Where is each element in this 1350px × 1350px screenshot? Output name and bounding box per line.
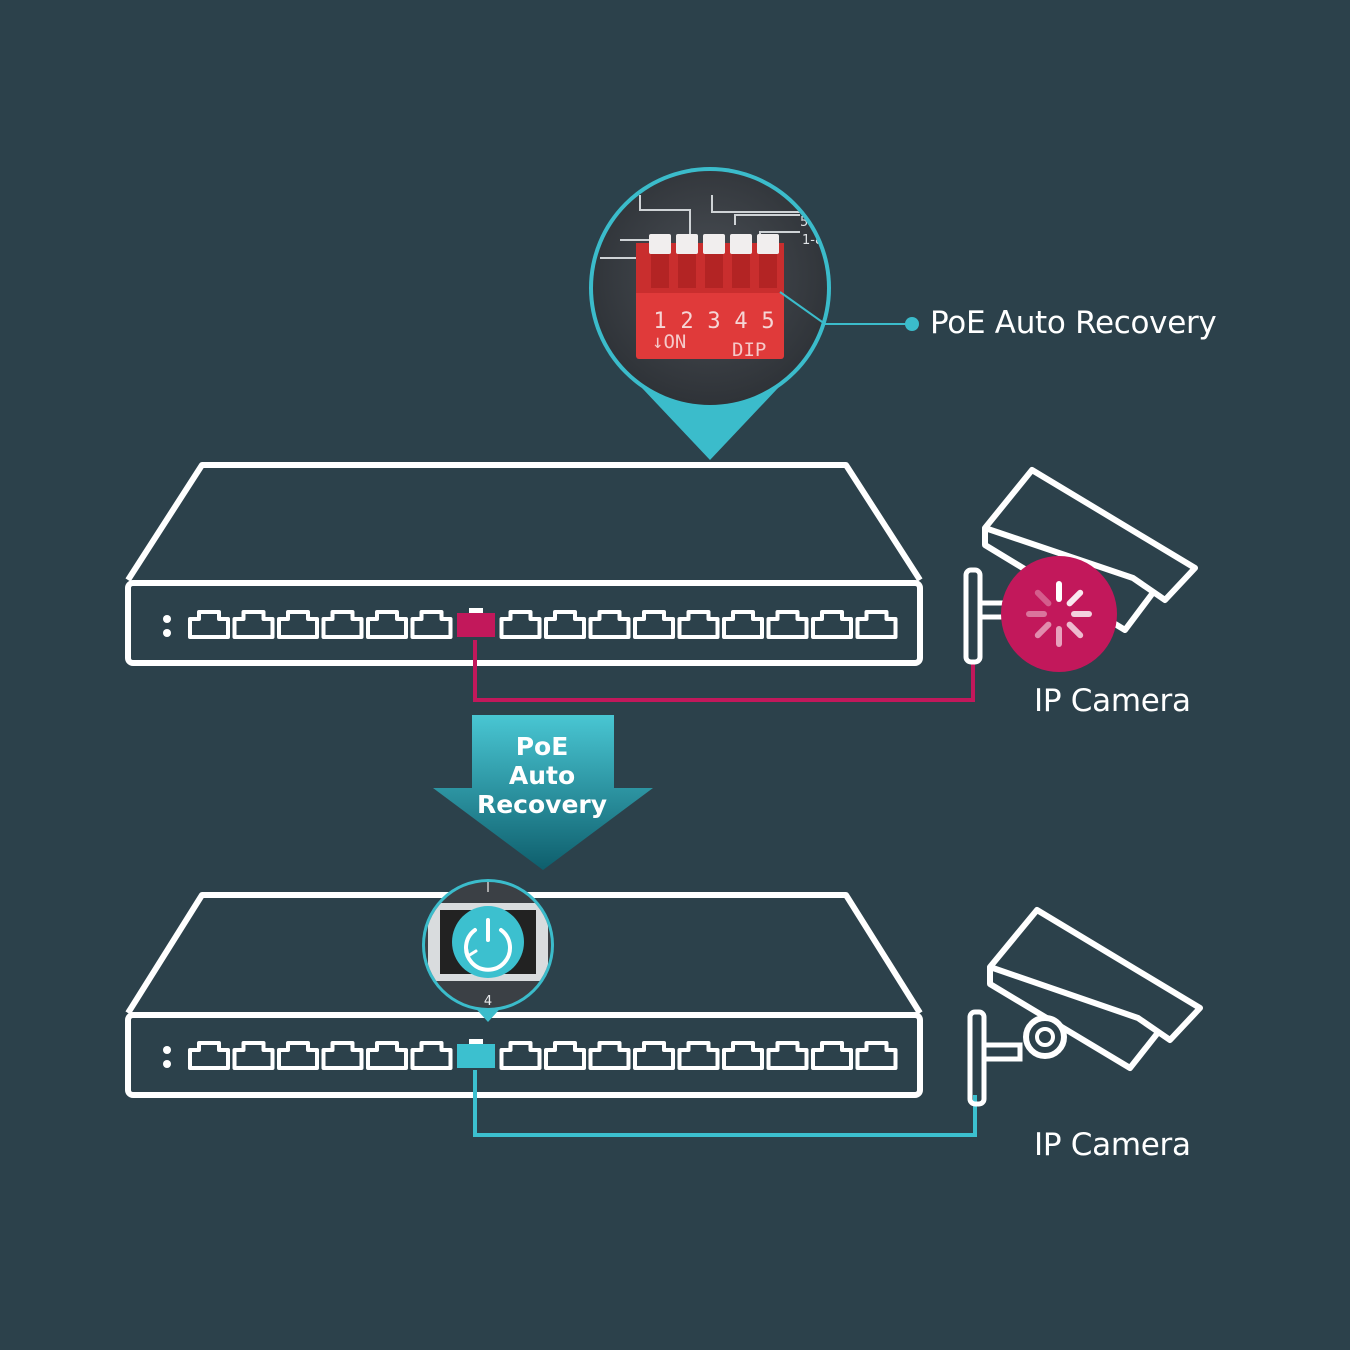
dip-dip-label: DIP bbox=[732, 339, 766, 361]
bottom-camera-label: IP Camera bbox=[1034, 1127, 1191, 1163]
top-led-1 bbox=[163, 615, 171, 623]
silkscreen-lines bbox=[600, 195, 800, 259]
dip-slot-3 bbox=[705, 248, 723, 288]
bottom-port-12 bbox=[677, 1041, 720, 1070]
dip-lever-2 bbox=[676, 234, 698, 254]
dip-callout-label: PoE Auto Recovery bbox=[930, 305, 1217, 341]
top-port-6 bbox=[410, 610, 453, 639]
top-switch bbox=[125, 462, 923, 666]
top-port-7-highlighted bbox=[457, 613, 495, 637]
arrow-label-line-3: Recovery bbox=[476, 790, 608, 819]
dip-slot-1 bbox=[651, 248, 669, 288]
loading-icon-background bbox=[1001, 556, 1117, 672]
spinner-spoke-6 bbox=[1034, 621, 1052, 639]
top-port-13 bbox=[722, 610, 764, 639]
power-restart-icon bbox=[464, 918, 512, 972]
dip-number-3: 3 bbox=[707, 309, 720, 334]
bottom-port-8 bbox=[499, 1041, 542, 1070]
top-port-1 bbox=[188, 610, 230, 639]
dip-lever-1 bbox=[649, 234, 671, 254]
bottom-port-1 bbox=[188, 1041, 230, 1070]
arrow-label-line-2: Auto bbox=[508, 761, 576, 790]
bottom-port-3 bbox=[277, 1041, 319, 1070]
dip-lever-4 bbox=[730, 234, 752, 254]
dip-leader-line bbox=[779, 291, 912, 325]
bottom-port-15 bbox=[811, 1041, 853, 1070]
bottom-port-10 bbox=[588, 1041, 631, 1070]
dip-number-5: 5 bbox=[761, 309, 774, 334]
top-port-9 bbox=[544, 610, 586, 639]
top-port-4 bbox=[321, 610, 364, 639]
bottom-camera-housing bbox=[987, 907, 1203, 1043]
top-switch-body bbox=[125, 462, 923, 582]
bottom-port-11 bbox=[633, 1041, 675, 1070]
recovered-cable bbox=[473, 1070, 977, 1137]
top-port-15 bbox=[811, 610, 853, 639]
bottom-led-1 bbox=[163, 1046, 171, 1054]
recovery-arrow bbox=[433, 715, 653, 870]
dip-slot-2 bbox=[678, 248, 696, 288]
bottom-port-row bbox=[188, 1039, 898, 1070]
dip-number-4: 4 bbox=[734, 309, 747, 334]
dip-side-label-1: 5 bbox=[800, 215, 808, 230]
dip-number-1: 1 bbox=[653, 309, 666, 334]
dip-levers bbox=[649, 234, 779, 288]
top-port-12 bbox=[677, 610, 720, 639]
top-port-14 bbox=[766, 610, 809, 639]
spinner-spoke-8 bbox=[1034, 589, 1052, 607]
bottom-port-6 bbox=[410, 1041, 453, 1070]
bottom-port-4 bbox=[321, 1041, 364, 1070]
port-number-label: 4 bbox=[484, 994, 492, 1009]
bottom-port-9 bbox=[544, 1041, 586, 1070]
dip-number-2: 2 bbox=[680, 309, 693, 334]
dip-slot-4 bbox=[732, 248, 750, 288]
port-zoom: 4 bbox=[422, 879, 554, 1022]
dip-zoom-pointer bbox=[642, 388, 778, 460]
top-camera-housing bbox=[982, 467, 1198, 603]
bottom-camera-arm bbox=[981, 1042, 1023, 1062]
top-port-11 bbox=[633, 610, 675, 639]
bottom-port-2 bbox=[232, 1041, 275, 1070]
bottom-camera-joint-inner bbox=[1035, 1027, 1055, 1047]
bottom-led-2 bbox=[163, 1060, 171, 1068]
top-port-16 bbox=[855, 610, 898, 639]
bottom-camera-joint bbox=[1023, 1015, 1067, 1059]
bottom-port-7-clip bbox=[469, 1039, 483, 1044]
top-port-5 bbox=[366, 610, 408, 639]
bottom-port-16 bbox=[855, 1041, 898, 1070]
dip-slot-5 bbox=[759, 248, 777, 288]
bottom-port-7-highlighted bbox=[457, 1044, 495, 1068]
spinner-spoke-4 bbox=[1066, 621, 1084, 639]
bottom-port-13 bbox=[722, 1041, 764, 1070]
top-port-7-clip bbox=[469, 608, 483, 613]
top-camera-label: IP Camera bbox=[1034, 683, 1191, 719]
bottom-ip-camera bbox=[967, 907, 1203, 1107]
bottom-port-5 bbox=[366, 1041, 408, 1070]
top-port-2 bbox=[232, 610, 275, 639]
faulty-cable bbox=[473, 640, 975, 702]
top-port-3 bbox=[277, 610, 319, 639]
dip-lever-3 bbox=[703, 234, 725, 254]
spinner-spoke-2 bbox=[1066, 589, 1084, 607]
dip-on-label: ↓ON bbox=[652, 331, 686, 353]
bottom-switch-front-panel bbox=[125, 1012, 923, 1098]
arrow-label: PoE Auto Recovery bbox=[452, 732, 632, 819]
top-port-row bbox=[188, 608, 898, 639]
dip-leader-dot bbox=[905, 317, 919, 331]
top-port-10 bbox=[588, 610, 631, 639]
top-led-2 bbox=[163, 629, 171, 637]
top-ip-camera bbox=[963, 467, 1198, 672]
bottom-port-14 bbox=[766, 1041, 809, 1070]
loading-spinner-icon bbox=[1026, 581, 1092, 647]
dip-lever-5 bbox=[757, 234, 779, 254]
top-switch-front-panel bbox=[125, 580, 923, 666]
arrow-label-line-1: PoE bbox=[515, 732, 569, 761]
top-port-8 bbox=[499, 610, 542, 639]
